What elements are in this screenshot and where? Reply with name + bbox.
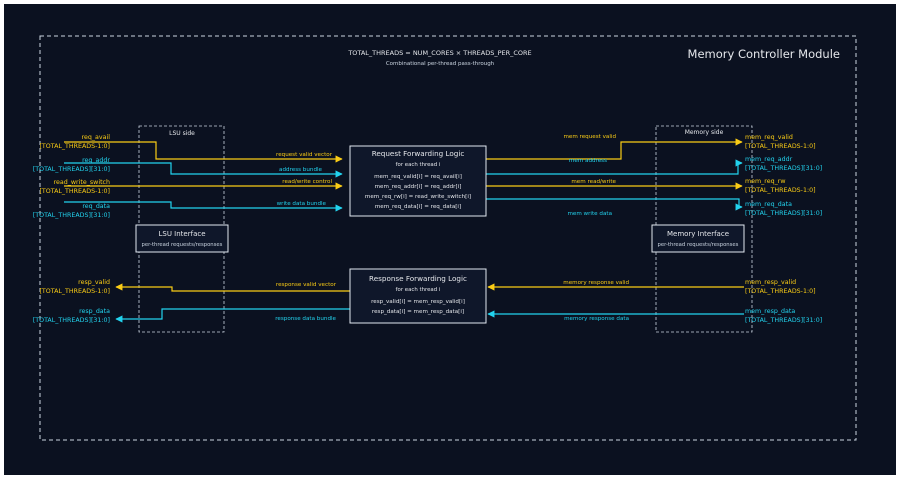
- port-resp-valid-width: [TOTAL_THREADS-1:0]: [39, 288, 110, 295]
- port-mem-req-addr-width: [TOTAL_THREADS][31:0]: [745, 165, 822, 172]
- label-response-valid-vector: response valid vector: [276, 282, 337, 288]
- port-mem-req-data-width: [TOTAL_THREADS][31:0]: [745, 210, 822, 217]
- label-response-data-bundle: response data bundle: [275, 316, 336, 322]
- label-memory-response-valid: memory response valid: [563, 280, 629, 286]
- module-subtitle: Combinational per-thread pass-through: [386, 61, 495, 67]
- lsu-interface-box: LSU Interface per-thread requests/respon…: [135, 224, 229, 253]
- left-signal-labels: request valid vector address bundle read…: [275, 152, 336, 322]
- port-mem-req-addr: mem_req_addr: [745, 156, 793, 163]
- lsu-side-label: LSU side: [169, 130, 195, 137]
- memory-interface-rect: [651, 224, 745, 253]
- port-resp-valid: resp_valid: [78, 279, 110, 286]
- diagram-canvas: Memory Controller Module TOTAL_THREADS =…: [4, 4, 896, 475]
- port-req-data: req_data: [82, 203, 110, 210]
- diagram-svg: Memory Controller Module TOTAL_THREADS =…: [33, 35, 857, 441]
- label-write-data-bundle: write data bundle: [277, 201, 327, 207]
- memory-interface-title: Memory Interface: [667, 230, 729, 238]
- request-line-valid: mem_req_valid[i] = req_avail[i]: [374, 174, 462, 180]
- wire-mem-req-addr: [486, 159, 743, 175]
- label-mem-write-data: mem write data: [567, 211, 612, 217]
- response-forwarding-block: Response Forwarding Logic for each threa…: [349, 268, 487, 324]
- request-line-rw: mem_req_rw[i] = read_write_switch[i]: [365, 194, 471, 200]
- request-block-sub: for each thread i: [396, 162, 441, 168]
- port-mem-resp-data: mem_resp_data: [745, 308, 795, 315]
- wire-req-addr: [64, 162, 343, 178]
- label-mem-address: mem address: [569, 158, 607, 164]
- memory-port-labels: mem_req_valid [TOTAL_THREADS-1:0] mem_re…: [745, 134, 822, 324]
- label-address-bundle: address bundle: [279, 167, 323, 173]
- response-wires: [115, 283, 744, 323]
- wire-mem-req-valid: [486, 138, 743, 160]
- lsu-interface-rect: [135, 224, 229, 253]
- port-mem-resp-valid: mem_resp_valid: [745, 279, 796, 286]
- port-req-addr-width: [TOTAL_THREADS][31:0]: [33, 166, 110, 173]
- memory-interface-box: Memory Interface per-thread requests/res…: [651, 224, 745, 253]
- port-read-write-switch: read_write_switch: [54, 179, 110, 186]
- port-req-data-width: [TOTAL_THREADS][31:0]: [33, 212, 110, 219]
- response-line-data: resp_data[i] = mem_resp_data[i]: [372, 309, 464, 315]
- wire-req-avail: [64, 141, 343, 163]
- port-req-avail: req_avail: [82, 134, 111, 141]
- module-title: Memory Controller Module: [688, 47, 840, 61]
- response-block-sub: for each thread i: [396, 287, 441, 293]
- lsu-interface-title: LSU Interface: [158, 230, 205, 238]
- request-line-addr: mem_req_addr[i] = req_addr[i]: [375, 184, 462, 190]
- port-mem-req-data: mem_req_data: [745, 201, 792, 208]
- port-mem-resp-valid-width: [TOTAL_THREADS-1:0]: [745, 288, 816, 295]
- memory-interface-sub: per-thread requests/responses: [658, 242, 739, 248]
- label-mem-read-write: mem read/write: [571, 179, 616, 185]
- request-line-data: mem_req_data[i] = req_data[i]: [375, 204, 461, 210]
- port-mem-req-valid: mem_req_valid: [745, 134, 793, 141]
- port-resp-data: resp_data: [79, 308, 110, 315]
- label-read-write-control: read/write control: [282, 179, 332, 185]
- request-block-box: [349, 145, 487, 217]
- port-req-avail-width: [TOTAL_THREADS-1:0]: [39, 143, 110, 150]
- module-boundary: [39, 35, 857, 441]
- label-mem-request-valid: mem request valid: [563, 134, 616, 140]
- response-block-box: [349, 268, 487, 324]
- request-block-title: Request Forwarding Logic: [372, 149, 465, 158]
- right-signal-labels: mem request valid mem address mem read/w…: [563, 134, 629, 322]
- wire-req-data: [64, 201, 343, 212]
- module-formula: TOTAL_THREADS = NUM_CORES × THREADS_PER_…: [347, 49, 531, 57]
- request-forwarding-block: Request Forwarding Logic for each thread…: [349, 145, 487, 217]
- wire-resp-valid: [115, 283, 350, 292]
- label-request-valid-vector: request valid vector: [276, 152, 333, 158]
- wire-resp-data: [115, 308, 350, 323]
- port-read-write-switch-width: [TOTAL_THREADS-1:0]: [39, 188, 110, 195]
- lsu-interface-sub: per-thread requests/responses: [142, 242, 223, 248]
- response-block-title: Response Forwarding Logic: [369, 274, 467, 283]
- memory-side-label: Memory side: [685, 129, 724, 136]
- wire-mem-req-data: [486, 198, 743, 211]
- port-req-addr: req_addr: [82, 157, 110, 164]
- port-resp-data-width: [TOTAL_THREADS][31:0]: [33, 317, 110, 324]
- response-line-valid: resp_valid[i] = mem_resp_valid[i]: [371, 299, 465, 305]
- port-mem-req-rw: mem_req_rw: [745, 178, 786, 185]
- port-mem-req-valid-width: [TOTAL_THREADS-1:0]: [745, 143, 816, 150]
- request-wires: [64, 138, 743, 212]
- port-mem-req-rw-width: [TOTAL_THREADS-1:0]: [745, 187, 816, 194]
- lsu-port-labels: req_avail [TOTAL_THREADS-1:0] req_addr […: [33, 134, 111, 324]
- port-mem-resp-data-width: [TOTAL_THREADS][31:0]: [745, 317, 822, 324]
- label-memory-response-data: memory response data: [564, 316, 629, 322]
